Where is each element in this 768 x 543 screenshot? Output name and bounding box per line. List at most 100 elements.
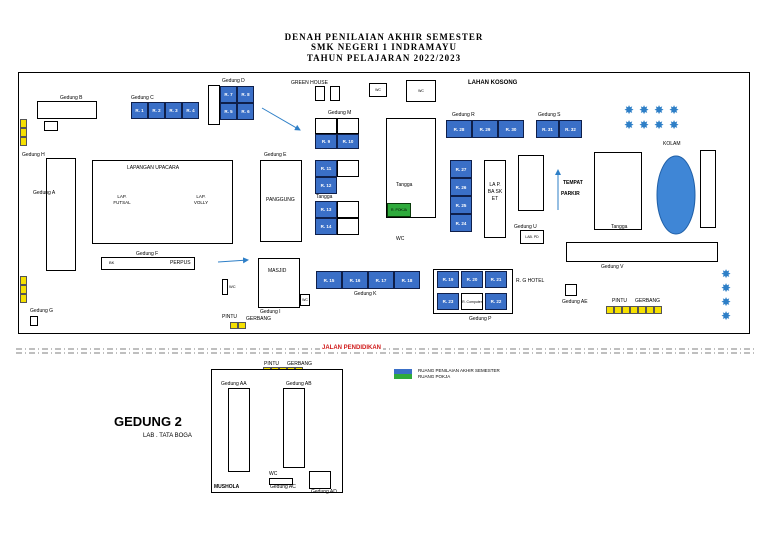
green-house-label: GREEN HOUSE bbox=[291, 80, 328, 86]
green-house-box-2 bbox=[330, 86, 340, 101]
room-r-28[interactable]: R. 28 bbox=[446, 120, 472, 138]
room-k-16[interactable]: R. 16 bbox=[342, 271, 368, 289]
gedung-b-label: Gedung B bbox=[60, 95, 83, 101]
tree-icon: ✸ bbox=[721, 281, 732, 295]
gedung-x bbox=[594, 152, 642, 230]
tangga-n-label: Tangga bbox=[316, 194, 333, 200]
lapangan-upacara-label: LAPANGAN UPACARA bbox=[127, 165, 180, 171]
tree-icon: ✸ bbox=[654, 118, 665, 132]
room-c-4[interactable]: R. 4 bbox=[182, 102, 199, 119]
room-c-2[interactable]: R. 2 bbox=[148, 102, 165, 119]
room-d-7[interactable]: R. 7 bbox=[220, 86, 237, 103]
room-n-14[interactable]: R. 14 bbox=[315, 218, 337, 235]
wc-i-label: WC bbox=[229, 284, 236, 289]
gate-pintu-1 bbox=[230, 322, 238, 329]
tempat-label: TEMPAT bbox=[563, 180, 583, 186]
tree-icon: ✸ bbox=[654, 103, 665, 117]
room-n-12[interactable]: R. 12 bbox=[315, 177, 337, 194]
gedung-2-title: GEDUNG 2 bbox=[114, 414, 182, 429]
pintu-label-2: PINTU bbox=[612, 298, 627, 304]
tree-icon: ✸ bbox=[639, 103, 650, 117]
room-p-22[interactable]: R. 22 bbox=[485, 293, 507, 310]
gate-right-4 bbox=[630, 306, 638, 314]
gedung-a bbox=[46, 158, 76, 271]
map-title-line2: SMK NEGERI 1 INDRAMAYU bbox=[311, 42, 457, 52]
room-p-23[interactable]: R. 23 bbox=[437, 293, 459, 310]
gedung-d-label: Gedung D bbox=[222, 78, 245, 84]
kolam-label: KOLAM bbox=[663, 141, 681, 147]
room-computer: R. Computer bbox=[461, 293, 483, 310]
gedung-t bbox=[518, 155, 544, 211]
room-r-30[interactable]: R. 30 bbox=[498, 120, 524, 138]
gedung-b bbox=[37, 101, 97, 119]
gedung-o bbox=[386, 118, 436, 218]
room-p-20[interactable]: R. 20 bbox=[461, 271, 483, 288]
tangga-o-label: Tangga bbox=[396, 182, 413, 188]
gedung-w bbox=[700, 150, 716, 228]
tree-icon: ✸ bbox=[624, 103, 635, 117]
room-pokja[interactable]: R. POKJA bbox=[387, 203, 411, 217]
gedung-k-label: Gedung K bbox=[354, 291, 377, 297]
room-n-13[interactable]: R. 13 bbox=[315, 201, 337, 218]
parkir-label: PARKIR bbox=[561, 191, 580, 197]
tree-icon: ✸ bbox=[721, 309, 732, 323]
room-m-9[interactable]: R. 9 bbox=[315, 134, 337, 149]
lahan-kosong-label: LAHAN KOSONG bbox=[468, 80, 518, 86]
room-n-11[interactable]: R. 11 bbox=[315, 160, 337, 177]
gate-right-2 bbox=[614, 306, 622, 314]
gedung-g bbox=[30, 316, 38, 326]
gedung-m-label: Gedung M bbox=[328, 110, 352, 116]
perpus-label: PERPUS bbox=[170, 260, 191, 266]
wc-o-label: WC bbox=[396, 236, 405, 242]
room-p-21[interactable]: R. 21 bbox=[485, 271, 507, 288]
gate-right-7 bbox=[654, 306, 662, 314]
room-n-lab-1 bbox=[337, 160, 359, 177]
mushola-label: MUSHOLA bbox=[214, 484, 240, 490]
tree-icon: ✸ bbox=[624, 118, 635, 132]
room-c-1[interactable]: R. 1 bbox=[131, 102, 148, 119]
gedung-a-label: Gedung A bbox=[33, 190, 56, 196]
gedung-g-label: Gedung G bbox=[30, 308, 54, 314]
room-d-5[interactable]: R. 5 bbox=[220, 103, 237, 120]
g2-pintu-label: PINTU bbox=[264, 361, 279, 367]
room-c-3[interactable]: R. 3 bbox=[165, 102, 182, 119]
room-s-31[interactable]: R. 31 bbox=[536, 120, 559, 138]
gate-right-5 bbox=[638, 306, 646, 314]
room-q-26[interactable]: R. 26 bbox=[450, 178, 472, 196]
room-d-6[interactable]: R. 6 bbox=[237, 103, 254, 120]
gerbang-label-2: GERBANG bbox=[635, 298, 661, 304]
room-k-17[interactable]: R. 17 bbox=[368, 271, 394, 289]
room-d-8[interactable]: R. 8 bbox=[237, 86, 254, 103]
tangga-x-label: Tangga bbox=[611, 224, 628, 230]
gedung-aa-label: Gedung AA bbox=[221, 381, 247, 387]
gate-left-4 bbox=[20, 276, 27, 285]
tree-icon: ✸ bbox=[721, 295, 732, 309]
room-m-10[interactable]: R. 10 bbox=[337, 134, 359, 149]
gedung-v bbox=[566, 242, 718, 262]
map-title-line1: DENAH PENILAIAN AKHIR SEMESTER bbox=[284, 32, 484, 42]
room-q-25[interactable]: R. 25 bbox=[450, 196, 472, 214]
room-q-24[interactable]: R. 24 bbox=[450, 214, 472, 232]
gate-left-3 bbox=[20, 137, 27, 146]
room-r-29[interactable]: R. 29 bbox=[472, 120, 498, 138]
gedung-aa bbox=[228, 388, 250, 472]
gedung-ab bbox=[283, 388, 305, 468]
legend-green-swatch bbox=[394, 374, 412, 379]
gedung-d-stairs bbox=[208, 85, 220, 125]
gedung-h-label: Gedung H bbox=[22, 152, 45, 158]
room-q-27[interactable]: R. 27 bbox=[450, 160, 472, 178]
gedung-f bbox=[101, 257, 195, 270]
lap-basket-label: LA P. BA SK ET bbox=[487, 182, 503, 202]
room-k-15[interactable]: R. 15 bbox=[316, 271, 342, 289]
pintu-label-1: PINTU bbox=[222, 314, 237, 320]
room-k-18[interactable]: R. 18 bbox=[394, 271, 420, 289]
gedung-2-subtitle: LAB . TATA BOGA bbox=[143, 433, 192, 439]
gate-left-1 bbox=[20, 119, 27, 128]
gedung-ae bbox=[565, 284, 577, 296]
lab-pd: LAB. PD bbox=[520, 230, 544, 244]
room-p-19[interactable]: R. 19 bbox=[437, 271, 459, 288]
g2-wc bbox=[269, 478, 293, 485]
legend-blue-swatch bbox=[394, 369, 412, 374]
gedung-c-label: Gedung C bbox=[131, 95, 154, 101]
room-s-32[interactable]: R. 32 bbox=[559, 120, 582, 138]
